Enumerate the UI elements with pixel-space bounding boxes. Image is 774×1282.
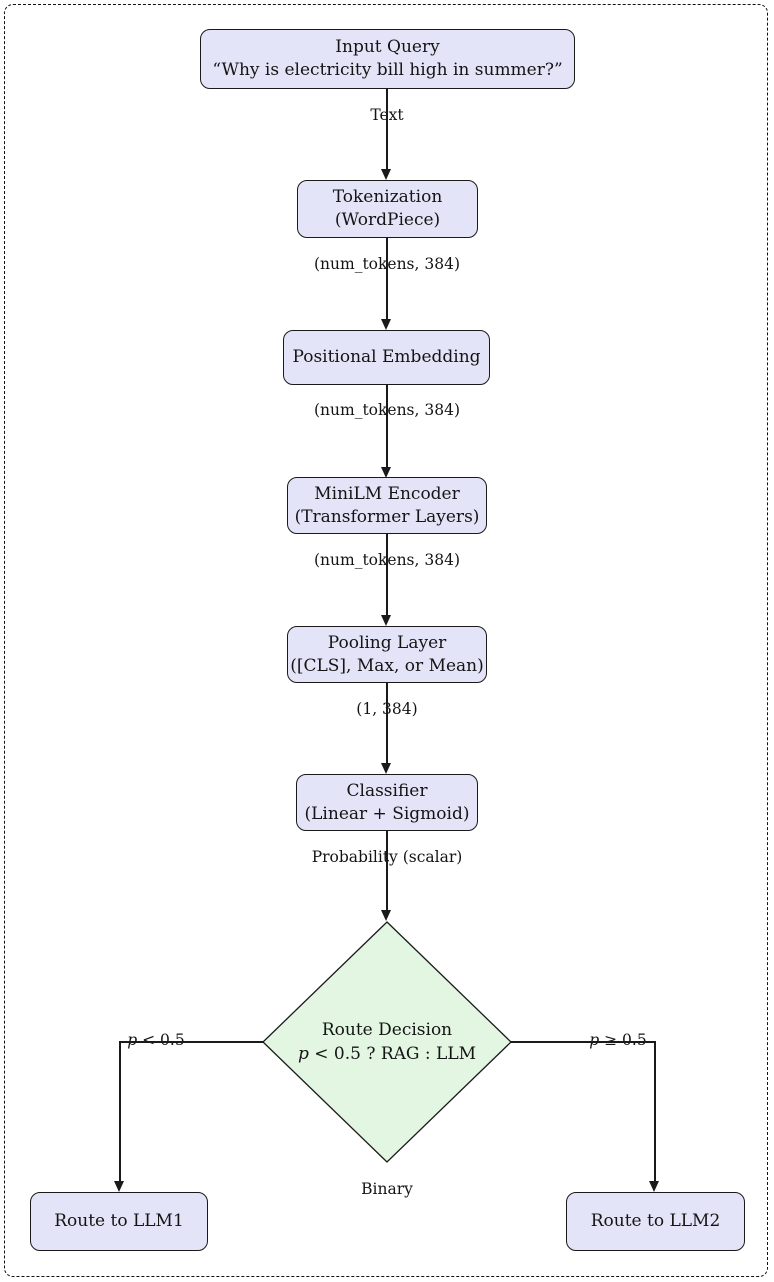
node-tokenization-line1: Tokenization bbox=[332, 187, 443, 207]
math-p: p bbox=[589, 1031, 600, 1049]
edge-line bbox=[386, 89, 388, 169]
diamond-shape bbox=[262, 921, 512, 1163]
edge-line bbox=[386, 385, 388, 467]
node-route-decision-text: Route Decision p < 0.5 ? RAG : LLM bbox=[262, 921, 512, 1163]
node-pooling-layer: Pooling Layer ([CLS], Max, or Mean) bbox=[287, 626, 487, 683]
node-pooling-layer-line2: ([CLS], Max, or Mean) bbox=[290, 655, 484, 676]
arrowhead-down-icon bbox=[381, 615, 391, 626]
math-p: p bbox=[297, 1044, 309, 1064]
node-input-query-line2: “Why is electricity bill high in summer?… bbox=[212, 60, 563, 80]
edge-line bbox=[386, 831, 388, 910]
node-classifier: Classifier (Linear + Sigmoid) bbox=[296, 774, 478, 831]
arrowhead-down-icon bbox=[381, 319, 391, 330]
node-classifier-line1: Classifier bbox=[346, 780, 428, 801]
arrowhead-down-icon bbox=[649, 1181, 659, 1192]
edge-label-p-lt-rest: < 0.5 bbox=[137, 1031, 185, 1049]
dashed-border-frame bbox=[4, 4, 768, 1277]
arrowhead-down-icon bbox=[114, 1181, 124, 1192]
node-input-query-line1: Input Query bbox=[335, 37, 440, 57]
node-route-decision-line2: p < 0.5 ? RAG : LLM bbox=[298, 1042, 476, 1066]
edge-line bbox=[386, 534, 388, 615]
edge-line bbox=[386, 238, 388, 319]
edge-line bbox=[119, 1041, 264, 1043]
node-route-llm1-line1: Route to LLM1 bbox=[54, 1211, 184, 1231]
edge-line bbox=[511, 1041, 655, 1043]
node-tokenization-line2: (WordPiece) bbox=[334, 210, 441, 230]
node-route-llm1: Route to LLM1 bbox=[30, 1192, 208, 1251]
arrowhead-down-icon bbox=[381, 910, 391, 921]
node-classifier-line2: (Linear + Sigmoid) bbox=[304, 803, 470, 824]
edge-label-p-ge: p ≥ 0.5 bbox=[589, 1031, 646, 1050]
edge-line bbox=[386, 683, 388, 763]
arrowhead-down-icon bbox=[381, 467, 391, 478]
node-route-llm2: Route to LLM2 bbox=[566, 1192, 745, 1251]
node-minilm-encoder: MiniLM Encoder (Transformer Layers) bbox=[287, 477, 487, 534]
math-p: p bbox=[127, 1031, 138, 1049]
node-pooling-layer-line1: Pooling Layer bbox=[327, 632, 447, 653]
node-route-llm2-line1: Route to LLM2 bbox=[590, 1211, 721, 1231]
node-minilm-encoder-line2: (Transformer Layers) bbox=[294, 506, 480, 527]
arrowhead-down-icon bbox=[381, 763, 391, 774]
edge-label-binary: Binary bbox=[361, 1180, 413, 1198]
node-route-decision-line1: Route Decision bbox=[321, 1020, 453, 1040]
edge-line bbox=[119, 1041, 121, 1181]
node-route-decision-line2-rest: < 0.5 ? RAG : LLM bbox=[308, 1044, 477, 1064]
edge-label-p-lt: p < 0.5 bbox=[127, 1031, 184, 1050]
edge-label-p-ge-rest: ≥ 0.5 bbox=[599, 1031, 647, 1049]
edge-line bbox=[654, 1041, 656, 1181]
node-tokenization: Tokenization (WordPiece) bbox=[297, 180, 478, 238]
node-positional-embedding-line1: Positional Embedding bbox=[292, 347, 481, 367]
node-input-query: Input Query “Why is electricity bill hig… bbox=[200, 29, 575, 89]
node-route-decision: Route Decision p < 0.5 ? RAG : LLM bbox=[262, 921, 512, 1163]
arrowhead-down-icon bbox=[381, 169, 391, 180]
node-minilm-encoder-line1: MiniLM Encoder bbox=[314, 483, 460, 504]
node-positional-embedding: Positional Embedding bbox=[283, 330, 490, 385]
